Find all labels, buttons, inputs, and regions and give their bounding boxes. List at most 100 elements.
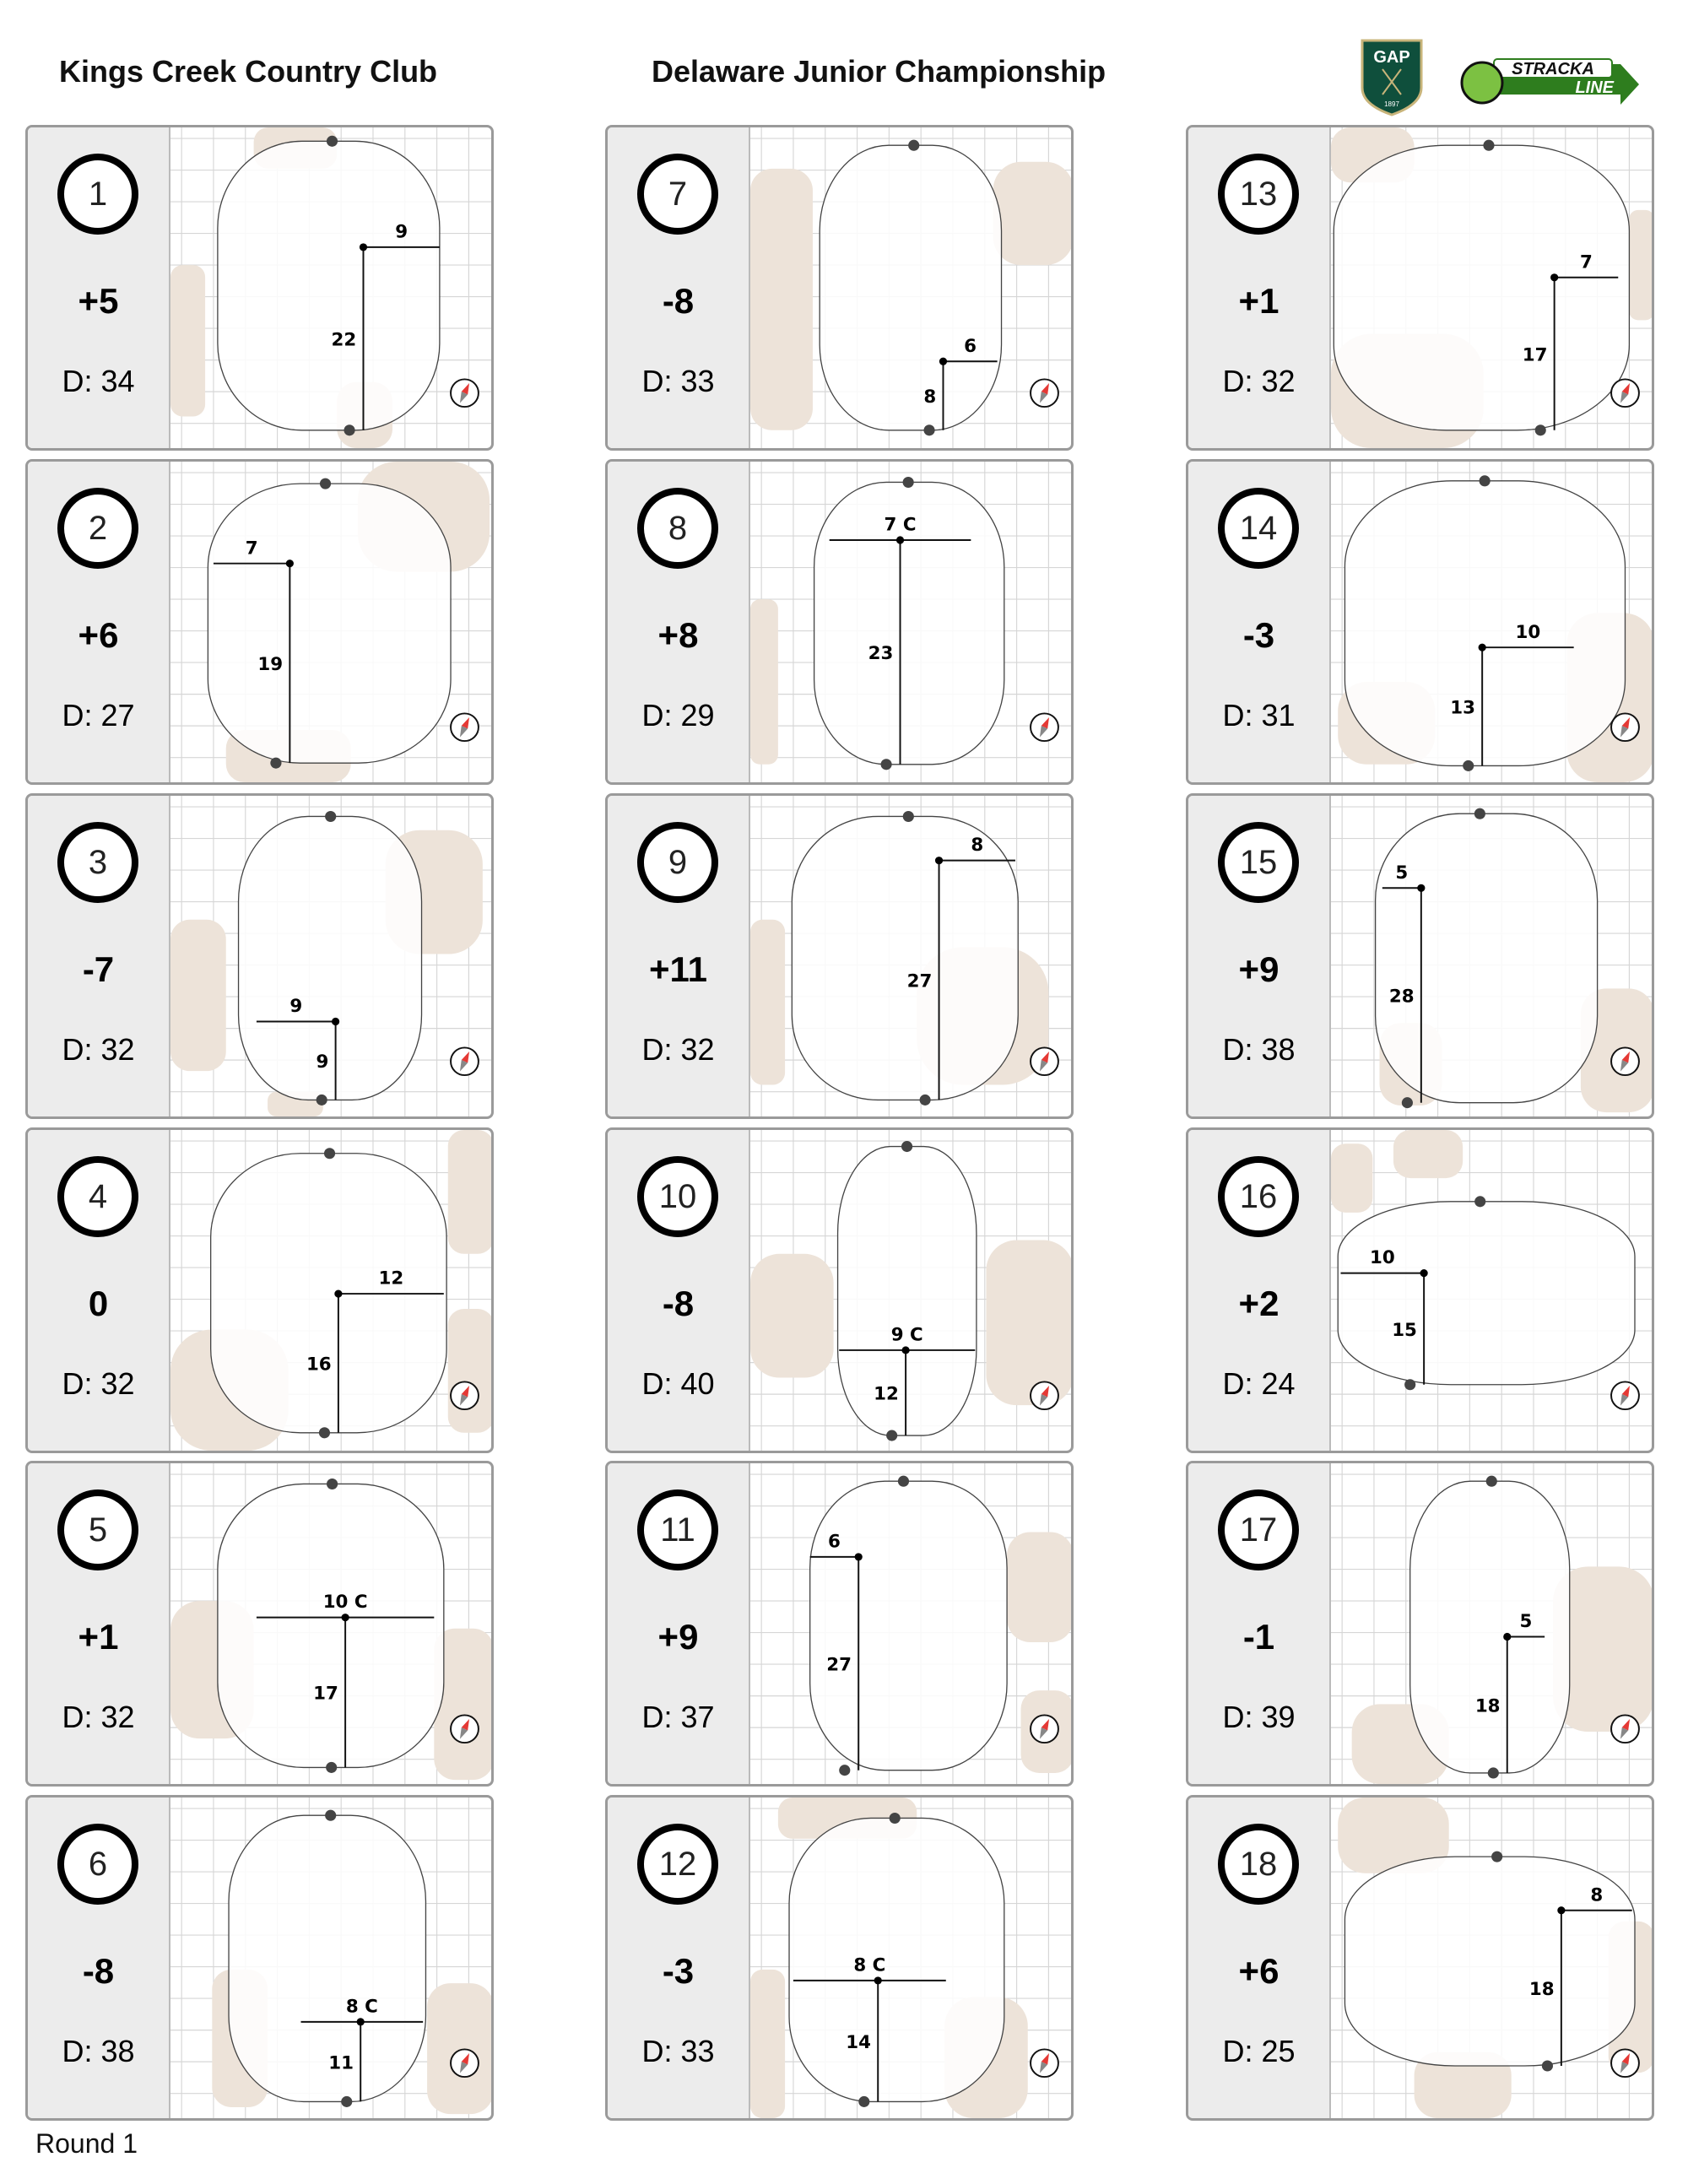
width-label: 8 C <box>853 1955 885 1976</box>
bunker <box>170 919 226 1072</box>
green-depth: D: 40 <box>641 1366 715 1401</box>
pin-location <box>1503 1632 1512 1641</box>
svg-text:1897: 1897 <box>1384 100 1399 108</box>
svg-text:STRACKA: STRACKA <box>1512 60 1594 78</box>
green-front-marker <box>325 1809 337 1821</box>
svg-text:GAP: GAP <box>1373 48 1409 67</box>
pin-location <box>1557 1906 1566 1915</box>
length-label: 22 <box>332 330 357 351</box>
hole-number: 10 <box>658 1177 697 1215</box>
hole-info-panel: 14 -3 D: 31 <box>1188 462 1331 782</box>
green-depth: D: 33 <box>641 2034 715 2068</box>
hole-score: -3 <box>662 1951 695 1991</box>
width-label: 10 <box>1370 1247 1395 1268</box>
green-outline <box>1333 144 1631 431</box>
green-outline <box>217 1483 445 1769</box>
length-label: 16 <box>306 1354 332 1376</box>
green-map: 518 <box>1331 1463 1652 1784</box>
green-front-marker <box>1474 1196 1486 1208</box>
green-back-marker <box>1401 1097 1413 1109</box>
svg-text:LINE: LINE <box>1575 78 1614 97</box>
hole-info-panel: 7 -8 D: 33 <box>608 127 750 448</box>
green-front-marker <box>319 478 332 489</box>
bunker <box>750 1969 786 2118</box>
length-label: 18 <box>1475 1695 1501 1716</box>
length-label: 14 <box>846 2032 871 2053</box>
bunker <box>170 265 206 417</box>
length-label: 17 <box>313 1684 338 1705</box>
pin-location <box>934 857 944 865</box>
bunker <box>1629 209 1652 321</box>
width-label: 8 <box>971 835 983 856</box>
green-depth: D: 29 <box>641 698 715 733</box>
green-back-marker <box>344 424 355 436</box>
hole-number: 18 <box>1239 1845 1278 1883</box>
round-label: Round 1 <box>35 2128 138 2159</box>
stracka-line-logo: STRACKA LINE <box>1460 58 1639 105</box>
width-label: 10 <box>1516 622 1541 643</box>
green-outline <box>819 144 1003 431</box>
hole-number: 12 <box>658 1845 697 1883</box>
compass-icon <box>1030 1046 1059 1077</box>
pin-location <box>341 1614 349 1622</box>
hole-info-panel: 17 -1 D: 39 <box>1188 1463 1331 1784</box>
hole-number-badge: 9 <box>637 822 718 903</box>
bunker <box>434 1628 491 1781</box>
hole-number-badge: 2 <box>57 488 138 569</box>
hole-info-panel: 11 +9 D: 37 <box>608 1463 750 1784</box>
green-map: 8 C11 <box>170 1797 491 2118</box>
length-label: 13 <box>1450 698 1475 719</box>
green-depth: D: 24 <box>1222 1366 1296 1401</box>
hole-info-panel: 2 +6 D: 27 <box>28 462 170 782</box>
hole-number-badge: 8 <box>637 488 718 569</box>
green-front-marker <box>323 1148 336 1160</box>
green-depth: D: 32 <box>1222 364 1296 398</box>
green-front-marker <box>326 135 338 147</box>
compass-icon <box>450 712 479 743</box>
bunker <box>1393 1130 1463 1179</box>
green-depth: D: 32 <box>641 1032 715 1067</box>
pin-location <box>854 1553 863 1561</box>
pin-location <box>334 1289 343 1298</box>
length-label: 8 <box>923 387 936 408</box>
green-map: 717 <box>1331 127 1652 448</box>
pin-location <box>874 1976 882 1985</box>
green-front-marker <box>1491 1851 1503 1862</box>
width-label: 9 C <box>891 1325 923 1346</box>
green-back-marker <box>316 1094 327 1106</box>
green-back-marker <box>270 757 282 769</box>
compass-icon <box>1610 712 1640 743</box>
length-label: 17 <box>1523 345 1548 366</box>
green-map: 627 <box>750 1463 1071 1784</box>
green-outline <box>809 1480 1008 1771</box>
green-front-marker <box>325 810 337 822</box>
green-map: 9 C12 <box>750 1130 1071 1451</box>
compass-icon <box>1030 2048 1059 2079</box>
pin-location <box>895 536 905 544</box>
hole-number-badge: 17 <box>1218 1489 1299 1570</box>
green-depth: D: 38 <box>1222 1032 1296 1067</box>
hole-info-panel: 16 +2 D: 24 <box>1188 1130 1331 1451</box>
compass-icon <box>1610 1714 1640 1744</box>
compass-icon <box>1030 1714 1059 1744</box>
green-back-marker <box>919 1094 931 1106</box>
hole-number: 14 <box>1239 509 1278 547</box>
green-outline <box>1337 1201 1636 1386</box>
hole-number: 7 <box>668 175 688 213</box>
width-label: 6 <box>964 336 977 357</box>
green-map: 68 <box>750 127 1071 448</box>
hole-score: +9 <box>657 1617 699 1657</box>
hole-number-badge: 13 <box>1218 154 1299 235</box>
green-back-marker <box>318 1427 331 1439</box>
hole-number: 15 <box>1239 843 1278 881</box>
green-outline <box>1409 1480 1571 1774</box>
width-label: 9 <box>289 996 302 1017</box>
green-front-marker <box>908 139 920 151</box>
